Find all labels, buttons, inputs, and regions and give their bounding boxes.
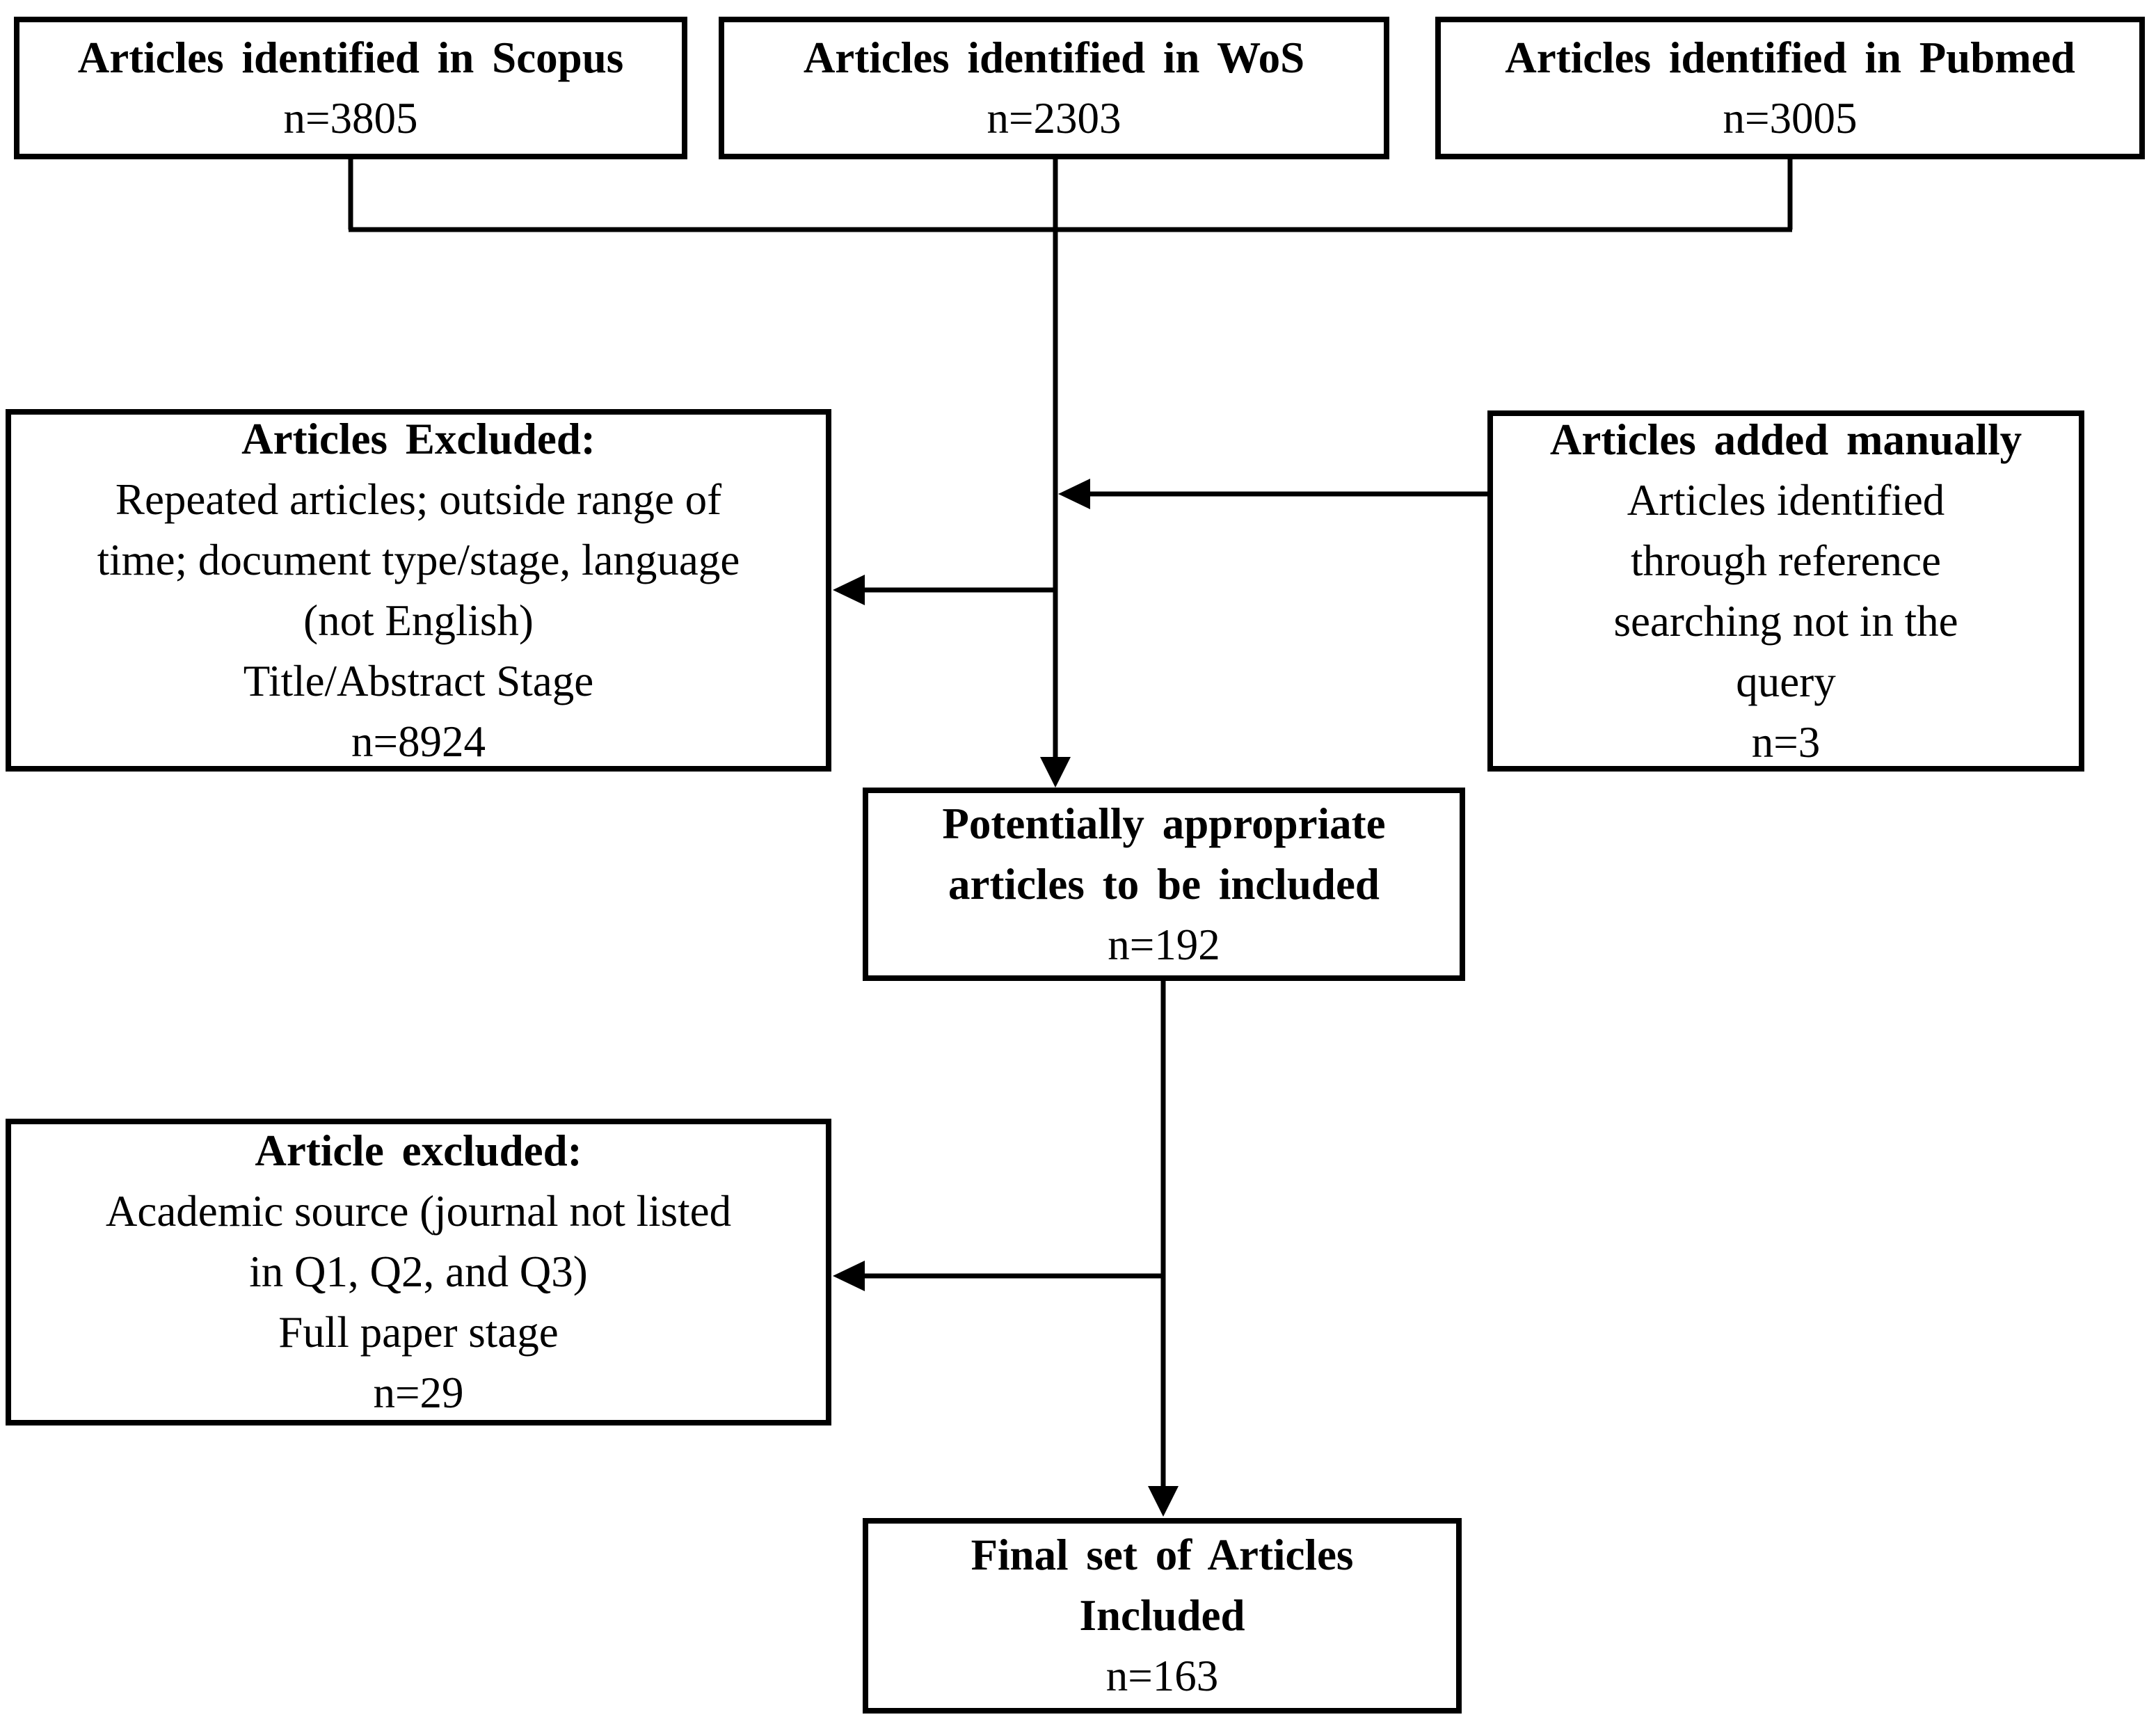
arrowhead-into-excluded-full-paper <box>833 1261 865 1291</box>
box-identified-scopus-count: n=3805 <box>283 93 418 143</box>
arrowhead-into-central-line <box>1058 479 1090 509</box>
box-final-set-title: Final set of Articles <box>971 1531 1354 1579</box>
box-added-manually-line: searching not in the <box>1613 596 1958 646</box>
box-excluded-full-paper-title: Article excluded: <box>255 1126 582 1175</box>
box-identified-wos-count: n=2303 <box>987 93 1121 143</box>
box-excluded-title-abstract-line: time; document type/stage, language <box>97 535 740 584</box>
box-excluded-full-paper-line: Full paper stage <box>278 1308 559 1357</box>
box-added-manually-title: Articles added manually <box>1549 415 2022 464</box>
box-potentially-appropriate-title: Potentially appropriate <box>942 799 1386 848</box>
box-added-manually-line: Articles identified <box>1627 475 1945 525</box>
box-final-set: Final set of Articles Included n=163 <box>863 1518 1462 1714</box>
box-excluded-full-paper-line: Academic source (journal not listed <box>105 1187 732 1236</box>
box-excluded-title-abstract-count: n=8924 <box>351 717 486 766</box>
arrowhead-into-final <box>1148 1486 1179 1517</box>
box-excluded-title-abstract: Articles Excluded: Repeated articles; ou… <box>6 409 831 772</box>
box-added-manually-count: n=3 <box>1751 717 1821 767</box>
box-identified-wos: Articles identified in WoS n=2303 <box>719 17 1389 159</box>
box-added-manually-line: through reference <box>1631 536 1941 585</box>
box-added-manually: Articles added manually Articles identif… <box>1487 410 2084 772</box>
box-identified-wos-title: Articles identified in WoS <box>803 33 1305 82</box>
arrowhead-into-excluded-title-abstract <box>833 575 865 605</box>
arrowhead-into-potential <box>1040 757 1071 788</box>
box-potentially-appropriate-count: n=192 <box>1108 920 1220 969</box>
box-identified-pubmed-count: n=3005 <box>1723 93 1858 143</box>
box-excluded-title-abstract-line: (not English) <box>303 596 534 645</box>
box-excluded-full-paper: Article excluded: Academic source (journ… <box>6 1119 831 1425</box>
box-identified-scopus: Articles identified in Scopus n=3805 <box>14 17 687 159</box>
box-added-manually-line: query <box>1736 657 1836 706</box>
box-excluded-title-abstract-line: Repeated articles; outside range of <box>115 474 722 524</box>
box-excluded-title-abstract-line: Title/Abstract Stage <box>243 656 594 705</box>
box-final-set-title: Included <box>1079 1591 1245 1640</box>
box-identified-scopus-title: Articles identified in Scopus <box>77 33 624 82</box>
box-excluded-title-abstract-title: Articles Excluded: <box>241 414 596 463</box>
box-excluded-full-paper-line: in Q1, Q2, and Q3) <box>249 1247 588 1296</box>
box-potentially-appropriate-title: articles to be included <box>948 859 1380 909</box>
box-identified-pubmed-title: Articles identified in Pubmed <box>1505 33 2075 82</box>
box-excluded-full-paper-count: n=29 <box>373 1368 464 1417</box>
box-final-set-count: n=163 <box>1105 1652 1219 1700</box>
box-identified-pubmed: Articles identified in Pubmed n=3005 <box>1435 17 2145 159</box>
box-potentially-appropriate: Potentially appropriate articles to be i… <box>863 788 1465 981</box>
